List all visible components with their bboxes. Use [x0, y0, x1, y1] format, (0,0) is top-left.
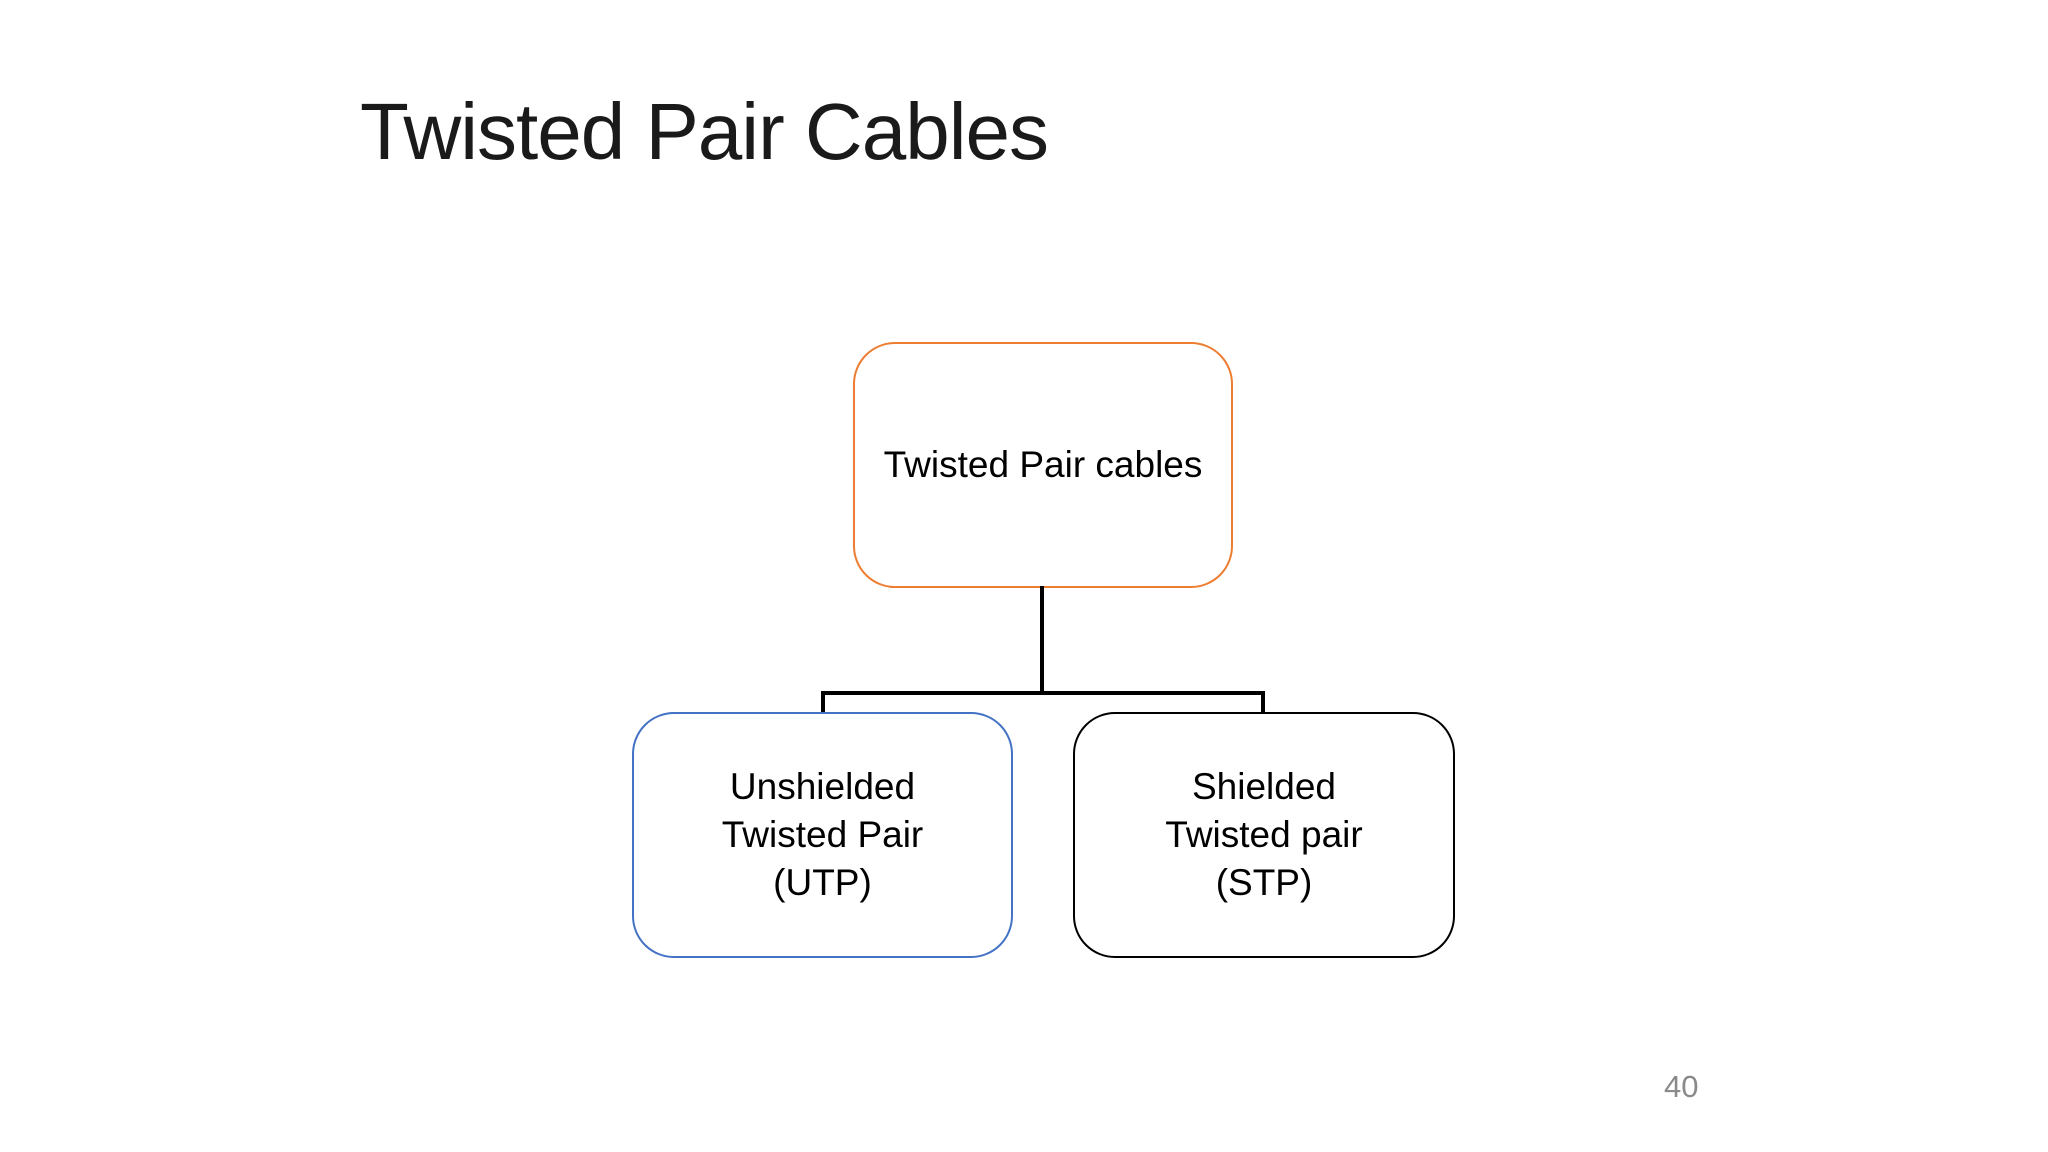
connector-drop-utp [821, 691, 825, 714]
connector-crossbar [821, 691, 1265, 695]
node-utp-line-1: Unshielded [729, 766, 916, 807]
node-utp-line-3: (UTP) [773, 862, 872, 903]
node-utp-line-2: Twisted Pair [721, 814, 924, 855]
connector-drop-stp [1261, 691, 1265, 714]
node-utp: Unshielded Twisted Pair (UTP) [632, 712, 1013, 958]
node-utp-label: Unshielded Twisted Pair (UTP) [722, 763, 924, 907]
node-stp-line-3: (STP) [1215, 862, 1313, 903]
connector-stem [1040, 586, 1044, 695]
node-twisted-pair-cables: Twisted Pair cables [853, 342, 1233, 588]
node-stp: Shielded Twisted pair (STP) [1073, 712, 1455, 958]
node-stp-line-2: Twisted pair [1165, 814, 1363, 855]
page-number: 40 [1664, 1069, 1699, 1104]
node-twisted-pair-cables-label: Twisted Pair cables [883, 444, 1203, 485]
node-stp-label: Shielded Twisted pair (STP) [1165, 763, 1362, 907]
node-stp-line-1: Shielded [1191, 766, 1336, 807]
slide-title: Twisted Pair Cables [360, 87, 1049, 176]
